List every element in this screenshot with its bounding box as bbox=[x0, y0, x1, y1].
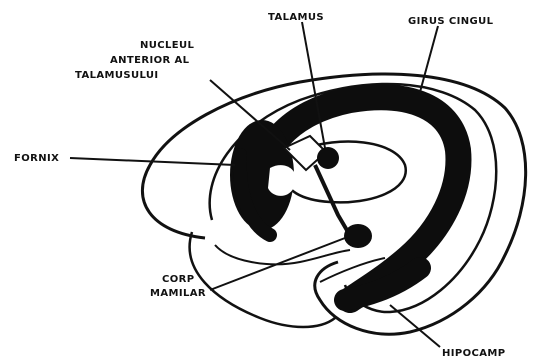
label-nucleul-line3: TALAMUSULUI bbox=[75, 70, 159, 81]
mammillothalamic-tract bbox=[315, 165, 348, 232]
label-talamus: TALAMUS bbox=[268, 12, 324, 23]
label-nucleul-line2: ANTERIOR AL bbox=[110, 55, 190, 66]
temporal-outline bbox=[190, 232, 335, 327]
thalamic-dark-nucleus bbox=[317, 147, 339, 169]
label-hipocamp: HIPOCAMP bbox=[442, 348, 505, 359]
label-corp-line1: CORP bbox=[162, 274, 194, 285]
mammillary-body bbox=[344, 224, 372, 248]
pointer-girus-cingular bbox=[420, 26, 438, 92]
label-fornix: FORNIX bbox=[14, 153, 59, 164]
label-girus-cingular: GIRUS CINGUL bbox=[408, 16, 494, 27]
label-corp-line2: MAMILAR bbox=[150, 288, 206, 299]
label-nucleul-line1: NUCLEUL bbox=[140, 40, 195, 51]
pointer-corp-mamilar bbox=[210, 238, 345, 290]
